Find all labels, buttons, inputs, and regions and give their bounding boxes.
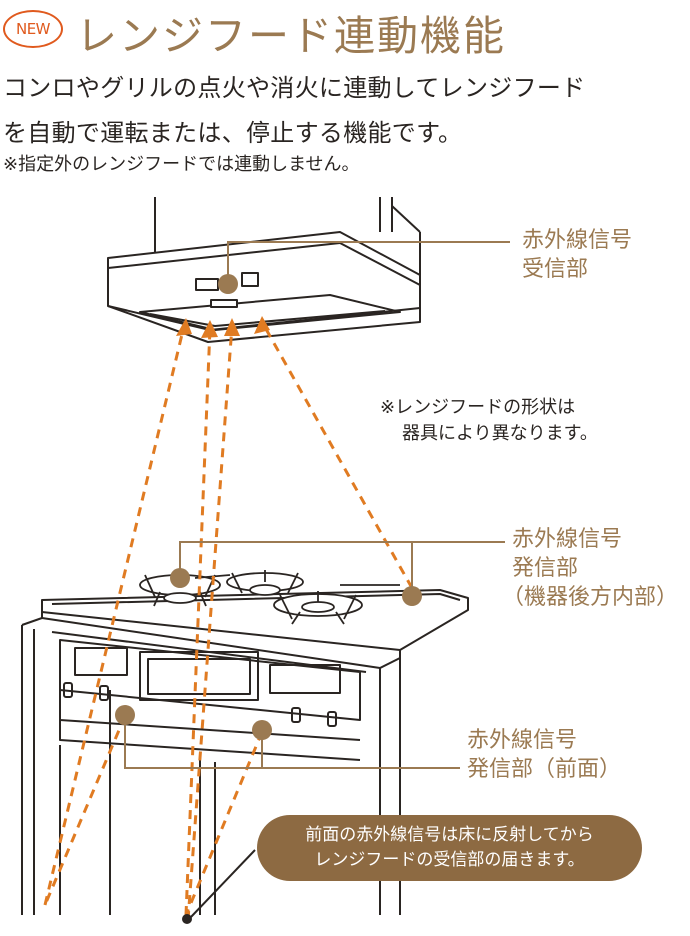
front-transmitter-label: 赤外線信号 発信部（前面） [467, 726, 621, 784]
description-line-2: を自動で運転または、停止する機能です。 [3, 119, 463, 147]
reflection-callout-line-2: レンジフードの受信部の届きます。 [314, 850, 585, 870]
front-transmitter-label-line-1: 赤外線信号 [467, 728, 578, 753]
reflection-callout-line-1: 前面の赤外線信号は床に反射してから [305, 825, 594, 845]
shape-note-line-2: 器具により異なります。 [402, 423, 598, 444]
description-line-1: コンロやグリルの点火や消火に連動してレンジフード [3, 74, 586, 102]
rear-transmitter-label-line-1: 赤外線信号 [512, 527, 623, 552]
rear-transmitter-label-line-3: （機器後方内部） [502, 585, 679, 610]
signal-arrowheads [176, 316, 270, 338]
sensor-points [115, 274, 422, 740]
description: コンロやグリルの点火や消火に連動してレンジフード を自動で運転または、停止する機… [3, 66, 690, 156]
infrared-signals [43, 321, 414, 921]
rear-transmitter-label: 赤外線信号 発信部 （機器後方内部） [502, 525, 678, 612]
receiver-label: 赤外線信号 受信部 [522, 226, 632, 284]
page-title: レンジフード連動機能 [76, 12, 506, 60]
front-transmitter-label-line-2: 発信部（前面） [467, 757, 622, 782]
new-badge: NEW [3, 10, 63, 48]
receiver-label-line-1: 赤外線信号 [522, 228, 633, 253]
receiver-label-line-2: 受信部 [522, 257, 589, 282]
compatibility-note: ※指定外のレンジフードでは連動しません。 [3, 154, 360, 175]
floor-reflection-point [182, 914, 192, 924]
rear-transmitter-label-line-2: 発信部 [512, 556, 579, 581]
shape-note: ※レンジフードの形状は 器具により異なります。 [380, 395, 598, 447]
reflection-callout: 前面の赤外線信号は床に反射してから レンジフードの受信部の届きます。 [257, 815, 642, 881]
shape-note-line-1: ※レンジフードの形状は [380, 397, 576, 418]
leader-lines [124, 241, 510, 919]
